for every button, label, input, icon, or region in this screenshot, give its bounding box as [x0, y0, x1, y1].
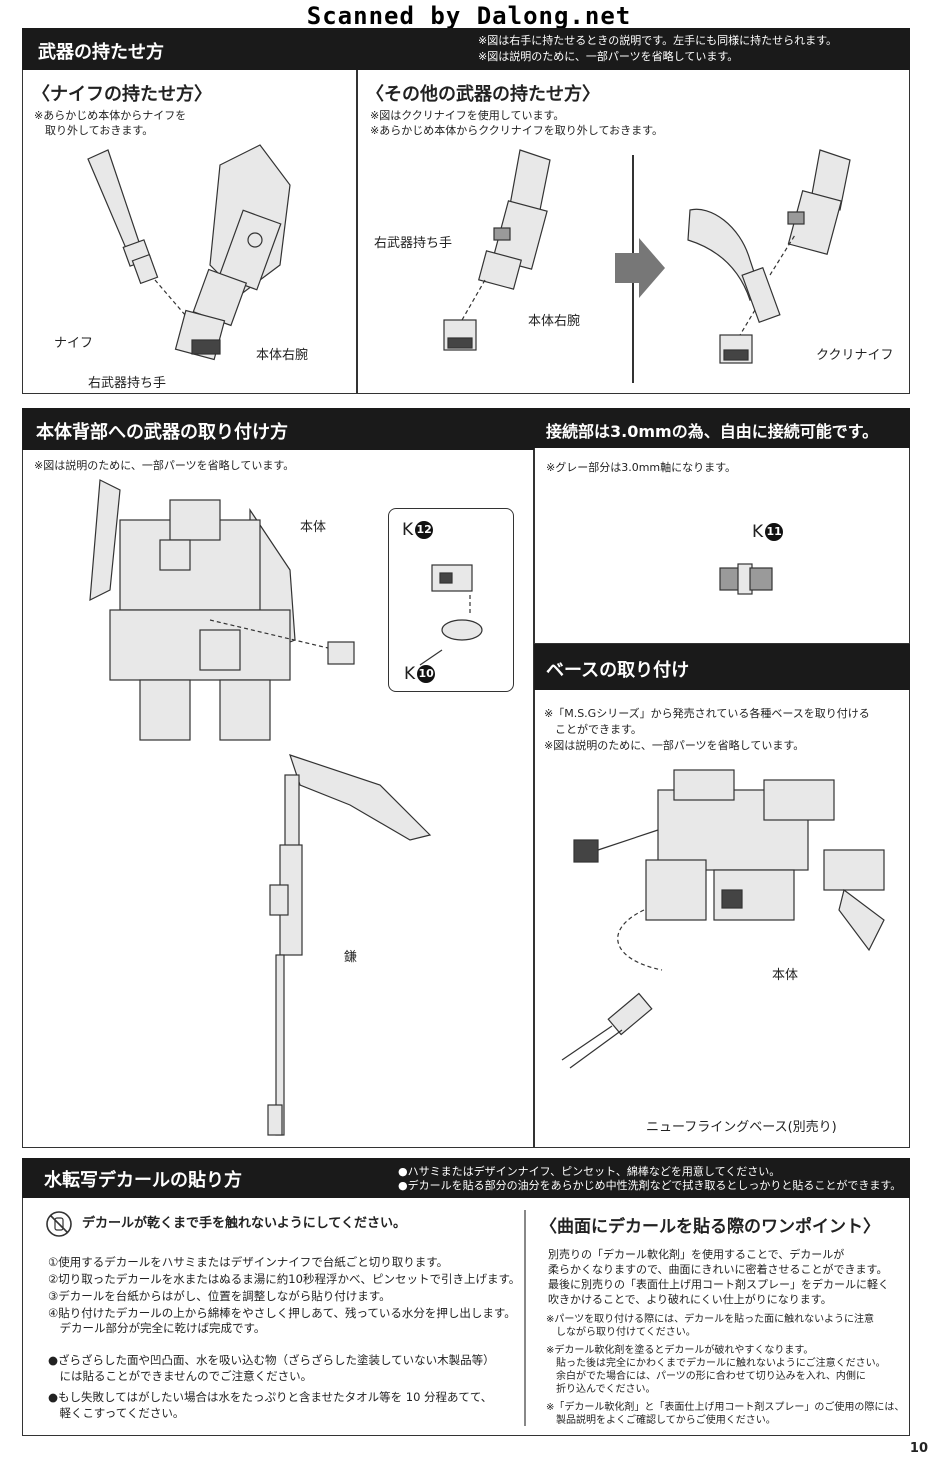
decal-tip-intro-1: 別売りの「デカール軟化剤」を使用することで、デカールが [548, 1248, 845, 1261]
knife-subtitle: 〈ナイフの持たせ方〉 [32, 84, 212, 105]
part-k11-number: 11 [765, 523, 784, 541]
scan-watermark: Scanned by Dalong.net [306, 2, 632, 30]
weapon-holding-note-1: ※図は右手に持たせるときの説明です。左手にも同様に持たせられます。 [478, 34, 838, 47]
other-weapons-note-1: ※図はククリナイフを使用しています。 [370, 109, 565, 122]
decal-step-3: ③デカールを台紙からはがし、位置を調整しながら貼り付けます。 [48, 1289, 391, 1303]
decal-divider [524, 1210, 526, 1426]
base-title: ベースの取り付け [546, 660, 690, 681]
base-note-3: ※図は説明のために、一部パーツを省略しています。 [544, 739, 805, 752]
parts-detail-box [388, 508, 514, 692]
weapon-holding-title: 武器の持たせ方 [38, 42, 164, 63]
page-number: 10 [909, 1441, 928, 1456]
weapon-holding-header [22, 28, 910, 70]
back-mount-note: ※図は説明のために、一部パーツを省略しています。 [34, 459, 295, 472]
knife-label: ナイフ [54, 336, 94, 351]
decal-step-2: ②切り取ったデカールを水またはぬるま湯に約10秒程浮かべ、ピンセットで引き上げま… [48, 1272, 521, 1286]
decal-tip-note-1-cont: しながら取り付けてください。 [546, 1327, 696, 1338]
base-stand-illustration [561, 909, 663, 1069]
decal-tip-note-3: ※「デカール軟化剤」と「表面仕上げ用コート剤スプレー」のご使用の際には、 [546, 1402, 905, 1413]
scythe-illustration [267, 754, 432, 1136]
joint-header [534, 408, 910, 448]
step-arrow-icon [615, 238, 665, 298]
decal-tip-note-1: ※パーツを取り付ける際には、デカールを貼った面に触れないように注意 [546, 1314, 874, 1325]
part-k12-label: K 12 [402, 520, 434, 540]
decal-tip-title: 〈曲面にデカールを貼る際のワンポイント〉 [540, 1217, 880, 1237]
no-touch-hand-icon [46, 1211, 72, 1237]
base-stand-label: ニューフライングベース(別売り) [646, 1120, 837, 1135]
joint-part-illustration [719, 563, 773, 595]
decal-tip-intro-4: 吹きかけることで、より破れにくい仕上がりになります。 [548, 1293, 832, 1306]
part-k12-letter: K [402, 520, 414, 540]
back-mount-body-illustration [89, 479, 296, 741]
decal-step-1: ①使用するデカールをハサミまたはデザインナイフで台紙ごと切り取ります。 [48, 1255, 449, 1269]
weapon-holding-note-2: ※図は説明のために、一部パーツを省略しています。 [478, 50, 739, 63]
other-weapons-note-2: ※あらかじめ本体からククリナイフを取り外しておきます。 [370, 124, 664, 137]
decal-tip-note-3-cont: 製品説明をよくご確認してからご使用ください。 [546, 1415, 776, 1426]
decal-header [22, 1158, 910, 1198]
part-k10-number: 10 [417, 665, 436, 683]
weapon-holding-divider [356, 70, 358, 394]
back-mount-header [22, 408, 534, 450]
base-body-label: 本体 [772, 968, 799, 983]
decal-step-4-cont: デカール部分が完全に乾けば完成です。 [48, 1321, 266, 1335]
back-mount-body-label: 本体 [300, 520, 327, 535]
knife-illustration [87, 144, 291, 361]
decal-tip-note-2-cont-2: 余白がでた場合には、パーツの形に合わせて切り込みを入れ、内側に [546, 1371, 866, 1382]
joint-note: ※グレー部分は3.0mm軸になります。 [546, 461, 737, 474]
decal-tip-note-2-cont-1: 貼った後は完全にかわくまでデカールに触れないようにご注意ください。 [546, 1358, 886, 1369]
part-k12-number: 12 [415, 521, 434, 539]
decal-header-note-1: ●ハサミまたはデザインナイフ、ピンセット、綿棒などを用意してください。 [398, 1165, 781, 1178]
decal-warning: デカールが乾くまで手を触れないようにしてください。 [82, 1216, 406, 1231]
part-k10-label: K 10 [404, 664, 436, 684]
part-k11-letter: K [752, 522, 764, 542]
knife-right-arm-label: 本体右腕 [256, 348, 309, 363]
base-header [534, 644, 910, 690]
other-weapons-step2-illustration [687, 149, 851, 364]
back-mount-connector-illustration [209, 619, 355, 665]
base-note-1: ※「M.S.Gシリーズ」から発売されている各種ベースを取り付ける [544, 707, 870, 720]
base-note-2: ことができます。 [544, 723, 642, 736]
decal-caution-1-cont: には貼ることができませんのでご注意ください。 [48, 1369, 313, 1383]
other-weapons-subtitle: 〈その他の武器の持たせ方〉 [366, 84, 600, 105]
other-weapons-step1-illustration [443, 149, 551, 351]
decal-tip-intro-3: 最後に別売りの「表面仕上げ用コート剤スプレー」をデカールに軽く [548, 1278, 889, 1291]
other-right-arm-label: 本体右腕 [528, 314, 581, 329]
part-k11-label: K 11 [752, 522, 784, 542]
decal-header-note-2: ●デカールを貼る部分の油分をあらかじめ中性洗剤などで拭き取るとしっかりと貼ること… [398, 1179, 902, 1192]
decal-caution-2: ●もし失敗してはがしたい場合は水をたっぷりと含ませたタオル等を 10 分程あてて… [48, 1390, 493, 1404]
scythe-label: 鎌 [344, 950, 358, 965]
parts-detail-illustration [419, 564, 483, 666]
other-right-hand-label: 右武器持ち手 [374, 236, 453, 251]
decal-caution-1: ●ざらざらした面や凹凸面、水を吸い込む物（ざらざらした塗装していない木製品等） [48, 1353, 495, 1367]
back-mount-title: 本体背部への武器の取り付け方 [36, 422, 288, 443]
decal-tip-note-2-cont-3: 折り込んでください。 [546, 1384, 656, 1395]
base-body-illustration [573, 769, 885, 952]
decal-title: 水転写デカールの貼り方 [44, 1170, 242, 1191]
kukri-label: ククリナイフ [816, 348, 894, 363]
decal-tip-note-2: ※デカール軟化剤を塗るとデカールが破れやすくなります。 [546, 1345, 814, 1356]
decal-panel [22, 1158, 910, 1436]
knife-right-hand-label: 右武器持ち手 [88, 376, 167, 391]
joint-title: 接続部は3.0mmの為、自由に接続可能です。 [546, 422, 879, 441]
decal-tip-intro-2: 柔らかくなりますので、曲面にきれいに密着させることができます。 [548, 1263, 888, 1276]
part-k10-letter: K [404, 664, 416, 684]
decal-step-4: ④貼り付けたデカールの上から綿棒をやさしく押しあて、残っている水分を押し出します… [48, 1306, 516, 1320]
decal-caution-2-cont: 軽くこすってください。 [48, 1406, 185, 1420]
knife-note-1: ※あらかじめ本体からナイフを [34, 109, 187, 122]
knife-note-2: 取り外しておきます。 [34, 124, 154, 137]
